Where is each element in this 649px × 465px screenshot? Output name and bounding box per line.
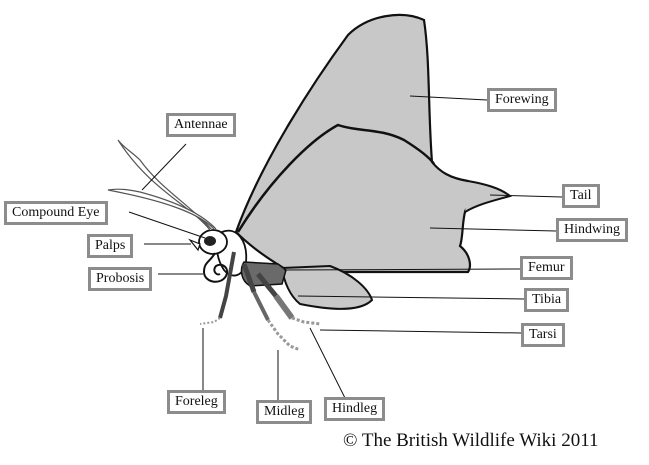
label-hindwing: Hindwing — [556, 218, 628, 242]
label-tarsi: Tarsi — [521, 323, 565, 347]
foreleg-shape — [218, 251, 236, 319]
midleg-tibia — [252, 291, 270, 321]
label-forewing: Forewing — [487, 88, 557, 112]
label-hindleg: Hindleg — [324, 397, 386, 421]
label-compound-eye: Compound Eye — [4, 201, 108, 225]
hindleg-tibia — [273, 294, 295, 320]
compound-eye — [204, 236, 216, 246]
label-foreleg: Foreleg — [167, 390, 226, 414]
leader-hindwing — [429, 227, 557, 232]
leader-femur — [283, 268, 521, 271]
midleg-femur — [241, 263, 257, 293]
leader-tail — [489, 194, 563, 198]
label-midleg: Midleg — [256, 400, 313, 424]
palps-shape — [188, 238, 201, 252]
label-tibia: Tibia — [524, 288, 570, 312]
hindleg-tarsus — [291, 316, 321, 326]
label-femur: Femur — [520, 256, 573, 280]
label-tail: Tail — [562, 184, 600, 208]
leader-compound-eye — [128, 211, 206, 239]
label-antennae: Antennae — [166, 113, 236, 137]
leader-hindleg — [309, 327, 346, 399]
leader-lines — [128, 95, 563, 400]
leader-antennae — [141, 143, 187, 191]
midleg-tarsus — [266, 319, 301, 352]
antenna-right — [107, 188, 217, 230]
copyright-credit: © The British Wildlife Wiki 2011 — [343, 430, 599, 451]
antenna-left — [117, 139, 213, 231]
label-palps: Palps — [87, 234, 134, 258]
leader-forewing — [409, 95, 488, 101]
hindwing-edge — [236, 123, 436, 233]
label-probosis: Probosis — [88, 267, 153, 291]
lower-hindwing-flap — [280, 264, 374, 310]
proboscis-coil — [202, 252, 228, 283]
hindleg-femur — [256, 272, 278, 298]
forewing-shape — [234, 13, 476, 274]
leader-tibia — [297, 295, 525, 300]
leader-tarsi — [319, 329, 522, 334]
tail-lobe — [464, 180, 513, 213]
foreleg-tarsus — [199, 317, 221, 325]
